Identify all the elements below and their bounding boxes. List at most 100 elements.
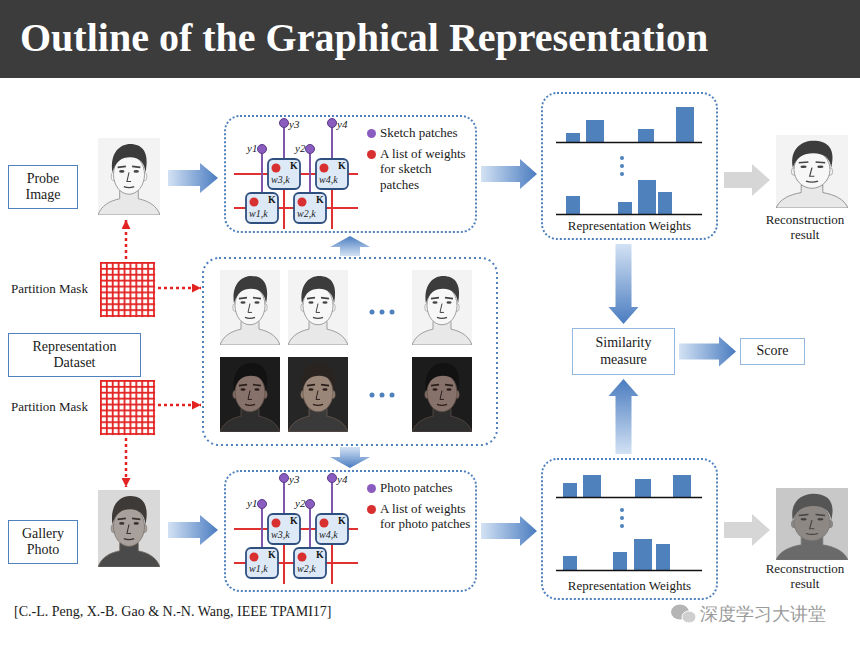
- text-row: Photo patches: [366, 480, 473, 496]
- histogram: [635, 479, 651, 497]
- node-text: Representation Weights: [568, 218, 691, 233]
- text-row: Representation Weights: [543, 578, 716, 594]
- block-arrow: [168, 515, 218, 545]
- node-text: Similarity measure: [596, 335, 652, 366]
- face-image: [288, 357, 348, 432]
- histogram: [613, 552, 627, 570]
- mrf-graph: [234, 119, 358, 230]
- histogram: [556, 570, 702, 572]
- text-group: Gallery Photo: [13, 526, 73, 558]
- kernel-label: K: [268, 549, 276, 561]
- histogram: [620, 524, 624, 528]
- block-arrow: [724, 164, 770, 196]
- text-group: Representation Weights: [543, 218, 716, 234]
- kernel-label: K: [290, 515, 298, 527]
- partition-mask-label: Partition Mask: [11, 282, 88, 297]
- text-group: Probe Image: [13, 171, 73, 203]
- face-image: [98, 490, 160, 567]
- process-box: Similarity measure: [572, 328, 675, 375]
- weight-label: w3,k: [271, 529, 290, 541]
- histogram: [556, 107, 702, 571]
- histogram: [566, 196, 580, 214]
- text-row: Representation Weights: [543, 218, 716, 234]
- variable-label: y3: [289, 473, 299, 486]
- weight-label: w4,k: [319, 174, 338, 186]
- citation: [C.-L. Peng, X.-B. Gao & N.-N. Wang, IEE…: [14, 604, 331, 620]
- ellipsis-dots: [370, 310, 395, 398]
- weights-panel: Representation Weights: [541, 92, 718, 240]
- flow-arrow: [609, 244, 639, 324]
- kernel-label: K: [316, 549, 324, 561]
- partition-mask-label: Partition Mask: [11, 400, 88, 415]
- variable-label: y2: [295, 142, 305, 155]
- ellipsis-dots: [380, 310, 385, 315]
- legend-dot: [367, 150, 376, 159]
- face-image: [776, 135, 848, 208]
- variable-label: y3: [289, 118, 299, 131]
- histogram: [566, 133, 580, 142]
- legend-dot: [367, 484, 376, 493]
- text-row: A list of weights for sketch patches: [366, 146, 473, 193]
- flow-arrow: [481, 516, 537, 546]
- histogram: [556, 214, 702, 216]
- kernel-label: K: [316, 194, 324, 206]
- weight-label: w1,k: [249, 208, 268, 220]
- weight-label: w1,k: [249, 563, 268, 575]
- node-text: A list of weights for sketch patches: [380, 146, 466, 192]
- ellipsis-dots: [370, 393, 375, 398]
- text-group: Representation Weights: [543, 578, 716, 594]
- node-text: Photo patches: [380, 480, 453, 495]
- face-image: [412, 270, 472, 345]
- text-row: Representation Dataset: [13, 339, 136, 371]
- mrf-graph: [234, 474, 358, 585]
- face-image: [98, 135, 848, 567]
- histogram: [583, 475, 601, 497]
- weights-panel: Representation Weights: [541, 458, 718, 600]
- histogram: [676, 107, 694, 142]
- partition-mask: [100, 380, 155, 435]
- histogram: [556, 497, 702, 499]
- face-image: [220, 357, 280, 432]
- histogram: [620, 172, 624, 176]
- mask-arrow: [125, 438, 128, 487]
- histogram: [620, 156, 624, 160]
- partition-mask: [100, 262, 155, 317]
- weight-label: w2,k: [297, 563, 316, 575]
- histogram: [634, 539, 652, 570]
- node-text: A list of weights for photo patches: [380, 501, 470, 532]
- variable-label: y4: [337, 473, 347, 486]
- histogram: [638, 180, 656, 214]
- text-group: Photo patches A list of weights for photo…: [366, 480, 473, 537]
- kernel-label: K: [338, 160, 346, 172]
- dataset-label-box: Representation Dataset: [8, 333, 141, 377]
- text-group: Score: [757, 343, 789, 359]
- mask-arrow: [158, 287, 201, 290]
- kernel-label: K: [268, 194, 276, 206]
- face-image: [776, 488, 848, 560]
- face-image: [98, 138, 160, 215]
- mask-arrow: [158, 404, 201, 407]
- flow-arrow: [481, 159, 537, 189]
- weight-label: w2,k: [297, 208, 316, 220]
- histogram: [658, 192, 672, 214]
- histogram: [586, 120, 604, 142]
- text-group: Sketch patches A list of weights for sket…: [366, 125, 473, 197]
- weight-label: w3,k: [271, 174, 290, 186]
- histogram: [620, 516, 624, 520]
- histogram: [620, 164, 624, 168]
- text-row: Probe Image: [13, 171, 73, 203]
- face-image: [288, 270, 348, 345]
- node-text: Score: [757, 343, 789, 358]
- text-row: Score: [757, 343, 789, 359]
- histogram: [638, 129, 654, 142]
- weight-label: w4,k: [319, 529, 338, 541]
- watermark: 深度学习大讲堂: [700, 604, 826, 625]
- watermark-icon: [682, 611, 696, 623]
- variable-label: y2: [295, 497, 305, 510]
- kernel-label: K: [290, 160, 298, 172]
- text-row: Sketch patches: [366, 125, 473, 141]
- ellipsis-dots: [370, 310, 375, 315]
- flow-arrow: [609, 379, 639, 454]
